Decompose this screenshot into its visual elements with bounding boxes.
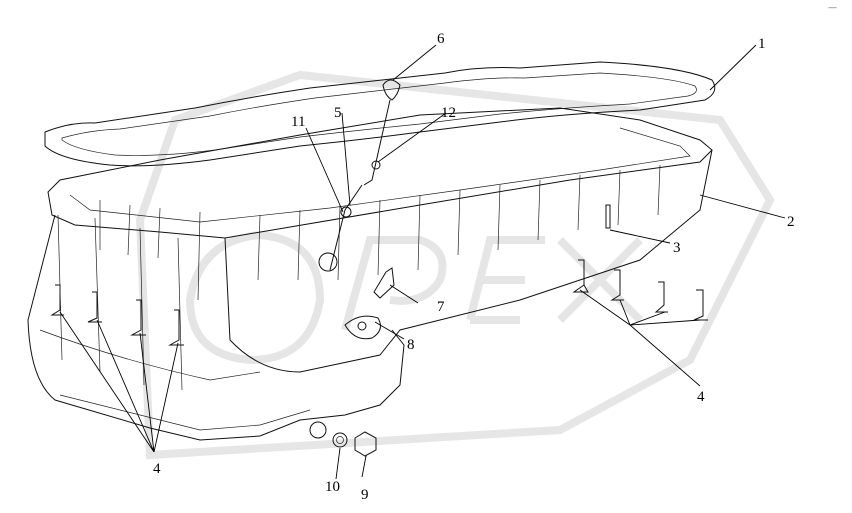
drain-boss [309, 421, 327, 439]
callout-7: 7 [437, 299, 445, 315]
gasket [44, 61, 716, 167]
corner-mark: — [828, 3, 837, 13]
watermark-logo [135, 70, 775, 460]
callout-12: 12 [441, 105, 456, 121]
callout-10: 10 [325, 479, 340, 495]
leader-lines [59, 44, 786, 480]
washer [332, 432, 348, 448]
clip [371, 160, 381, 170]
callout-11: 11 [291, 114, 305, 130]
oil-pan [27, 107, 713, 441]
callout-4-right: 4 [697, 389, 705, 405]
sensor [373, 267, 395, 299]
drain-plug [354, 431, 377, 457]
callout-9: 9 [361, 487, 369, 503]
callout-4-left: 4 [153, 461, 161, 477]
callout-8: 8 [407, 337, 415, 353]
dipstick [363, 79, 401, 186]
dipstick-tube [318, 184, 363, 272]
callout-1: 1 [758, 36, 766, 52]
callout-5: 5 [334, 105, 342, 121]
callout-labels: 1 2 3 4 4 5 6 7 8 9 10 11 12 [153, 31, 795, 503]
callout-3: 3 [673, 240, 681, 256]
callout-6: 6 [437, 31, 445, 47]
cover-plate [344, 315, 381, 340]
callout-2: 2 [787, 214, 795, 230]
